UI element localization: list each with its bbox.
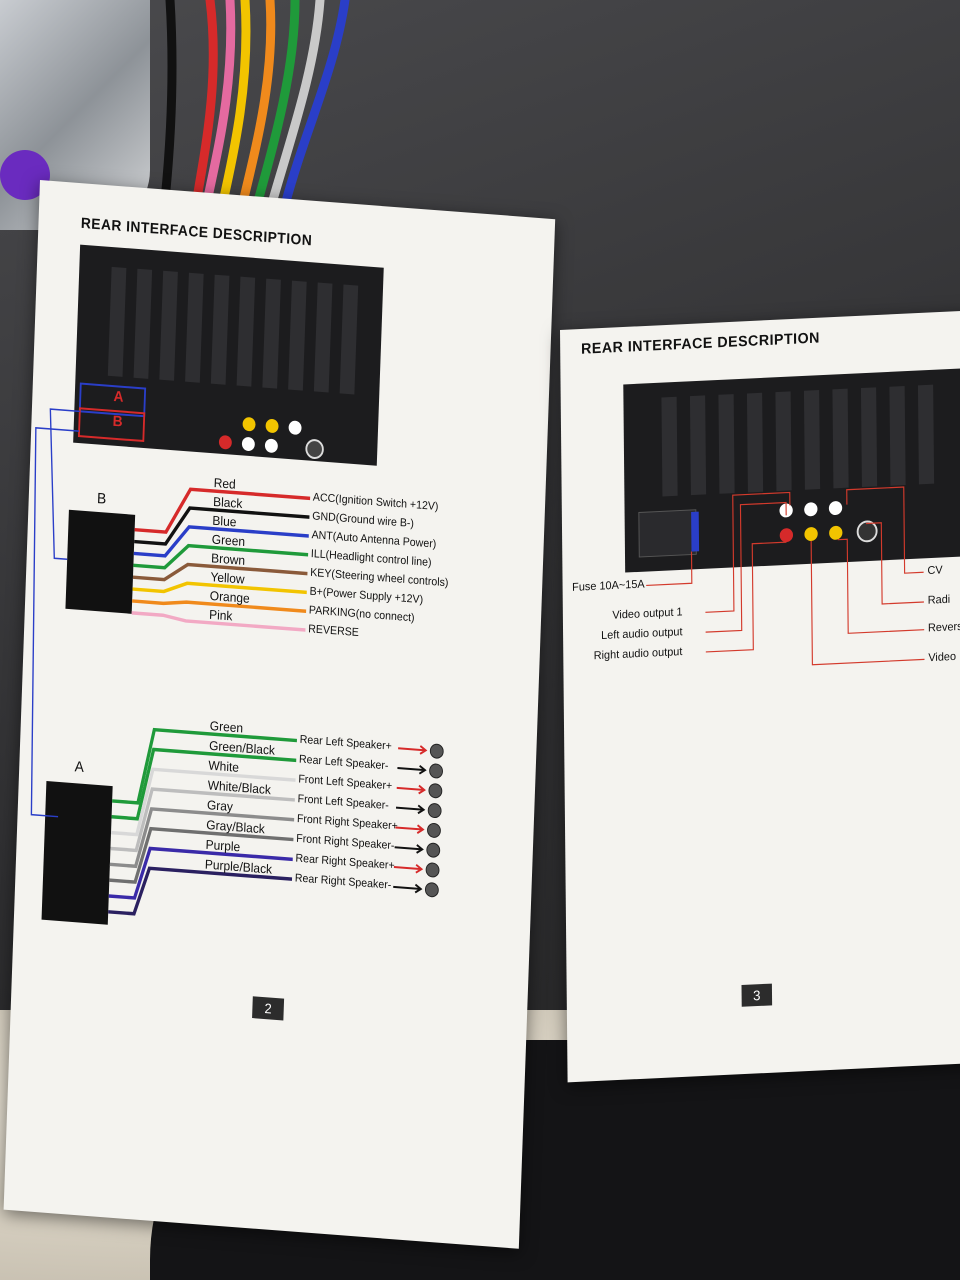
wire-a-6 bbox=[108, 846, 293, 900]
speaker-arrow-6 bbox=[393, 863, 424, 874]
wire-a-0 bbox=[112, 727, 297, 805]
speaker-icon bbox=[428, 783, 443, 799]
left-page-number: 2 bbox=[252, 996, 285, 1021]
wire-b-2 bbox=[133, 525, 309, 558]
wire-a-7 bbox=[108, 866, 293, 916]
speaker-icon bbox=[429, 763, 443, 779]
wire-a-1 bbox=[111, 747, 297, 821]
speaker-arrow-7 bbox=[393, 883, 423, 894]
wire-b-color-4: Brown bbox=[210, 550, 246, 568]
right-callout-lines bbox=[646, 486, 925, 666]
speaker-icon bbox=[425, 862, 440, 878]
wire-b-1 bbox=[134, 506, 310, 546]
right-callout-right-3: Video bbox=[928, 650, 957, 665]
speaker-arrow-5 bbox=[394, 844, 424, 854]
wire-a-3 bbox=[110, 787, 295, 853]
wire-b-4 bbox=[132, 562, 308, 582]
speaker-arrow-4 bbox=[395, 824, 425, 834]
left-unit-detail bbox=[77, 266, 359, 459]
left-wire-diagram bbox=[30, 408, 444, 916]
speaker-icon bbox=[424, 882, 439, 898]
speaker-arrow-3 bbox=[395, 804, 426, 815]
speaker-arrow-0 bbox=[398, 745, 428, 755]
wire-b-color-5: Yellow bbox=[210, 569, 245, 587]
left-page: REAR INTERFACE DESCRIPTION A B B A bbox=[3, 180, 556, 1249]
wire-b-color-6: Orange bbox=[209, 588, 250, 606]
wire-a-5 bbox=[109, 826, 294, 884]
right-unit-detail bbox=[638, 384, 935, 558]
wire-a-4 bbox=[109, 807, 295, 869]
wire-b-color-7: Pink bbox=[208, 606, 233, 624]
blue-harness-line bbox=[30, 427, 80, 818]
wire-b-6 bbox=[132, 599, 307, 613]
speaker-arrow-2 bbox=[396, 784, 426, 795]
wire-a-color-0: Green bbox=[209, 718, 244, 736]
wire-b-7 bbox=[131, 611, 306, 632]
speaker-arrow-1 bbox=[397, 764, 427, 775]
wire-b-color-3: Green bbox=[211, 531, 246, 549]
wire-b-3 bbox=[133, 543, 309, 570]
blue-connector-line bbox=[49, 408, 80, 561]
wire-b-color-2: Blue bbox=[212, 512, 237, 530]
right-callout-right-0: CV bbox=[927, 564, 943, 578]
speaker-icon bbox=[427, 822, 441, 838]
right-callout-right-1: Radi bbox=[927, 593, 951, 607]
right-page-number: 3 bbox=[741, 983, 773, 1007]
wire-a-color-6: Purple bbox=[205, 836, 241, 855]
wire-b-color-1: Black bbox=[212, 493, 243, 512]
wire-b-0 bbox=[134, 487, 311, 534]
wire-a-color-2: White bbox=[208, 757, 240, 775]
wire-a-color-4: Gray bbox=[206, 797, 234, 815]
speaker-icon bbox=[429, 743, 444, 759]
right-callout-right-2: Reversing v bbox=[927, 620, 960, 635]
speaker-icon bbox=[427, 803, 442, 819]
wire-b-5 bbox=[132, 581, 307, 595]
wire-a-2 bbox=[110, 767, 296, 837]
wire-b-color-0: Red bbox=[213, 475, 237, 492]
speaker-icon bbox=[426, 842, 441, 858]
right-page: REAR INTERFACE DESCRIPTION bbox=[560, 309, 960, 1083]
